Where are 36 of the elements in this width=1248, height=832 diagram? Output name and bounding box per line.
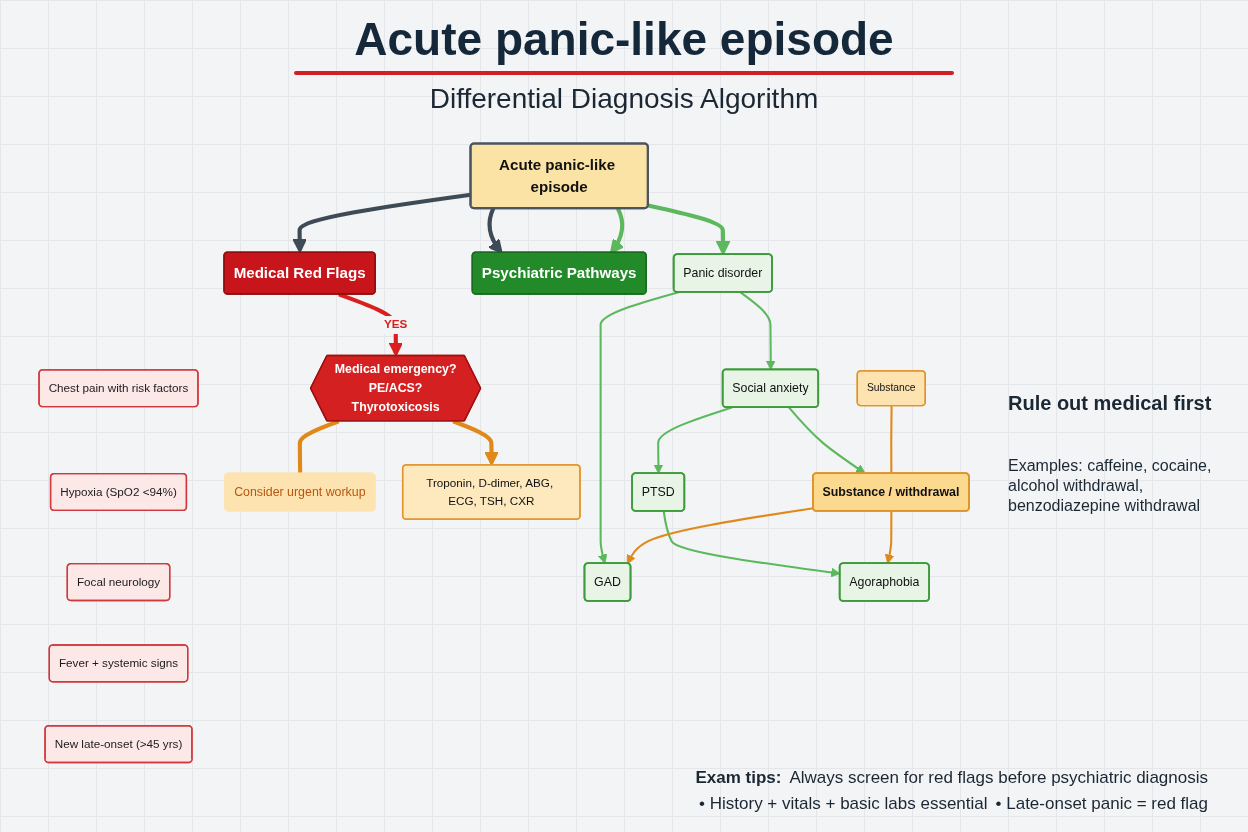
decision-hexagon: Medical emergency? PE/ACS? Thyrotoxicosis bbox=[309, 354, 482, 422]
action-box: Consider urgent workup bbox=[224, 472, 376, 512]
criterion-box: Chest pain with risk factors bbox=[38, 369, 199, 408]
arrow bbox=[739, 291, 776, 371]
arrow bbox=[597, 291, 679, 564]
cause-box: Substance / withdrawal bbox=[812, 472, 970, 512]
subtitle: Differential Diagnosis Algorithm bbox=[429, 82, 819, 114]
tip-text: Always screen for red flags before psychiatric diagnosis bbox=[789, 768, 1208, 788]
diagnosis-box: GAD bbox=[583, 562, 632, 602]
note-text: Examples: caffeine, cocaine, alcohol withdrawal, benzodiazepine withdrawal bbox=[1008, 455, 1213, 516]
test-box: Troponin, D-dimer, ABG, ECG, TSH, CXR bbox=[401, 464, 581, 520]
criterion-box: Hypoxia (SpO2 <94%) bbox=[49, 472, 188, 512]
callout-bubble: Substance bbox=[856, 370, 926, 407]
diagnosis-box: Agoraphobia bbox=[838, 562, 930, 602]
tip-text: • Late-onset panic = red flag bbox=[995, 794, 1208, 814]
arrow bbox=[884, 511, 895, 564]
diagnosis-box: Panic disorder bbox=[672, 253, 773, 293]
start-box: Acute panic-like episode bbox=[469, 142, 649, 210]
connector-line bbox=[297, 419, 340, 474]
arrow bbox=[653, 406, 733, 474]
criterion-box: Fever + systemic signs bbox=[48, 644, 189, 683]
connector-line bbox=[890, 405, 893, 474]
category-box: Medical Red Flags bbox=[223, 251, 376, 295]
title: Acute panic-like episode bbox=[354, 14, 894, 65]
arrow bbox=[647, 203, 731, 256]
arrow bbox=[788, 406, 866, 474]
diagnosis-box: PTSD bbox=[631, 472, 686, 512]
diagnosis-box: Social anxiety bbox=[721, 368, 820, 408]
arrow bbox=[452, 419, 499, 466]
tip-text: • History + vitals + basic labs essential bbox=[699, 794, 988, 814]
criterion-box: Focal neurology bbox=[66, 563, 171, 602]
category-box: Psychiatric Pathways bbox=[471, 251, 647, 295]
tip-heading: Exam tips: bbox=[695, 768, 782, 788]
criterion-box: New late-onset (>45 yrs) bbox=[44, 725, 193, 764]
arrow bbox=[626, 507, 814, 565]
note-text: Rule out medical first bbox=[1008, 390, 1213, 416]
